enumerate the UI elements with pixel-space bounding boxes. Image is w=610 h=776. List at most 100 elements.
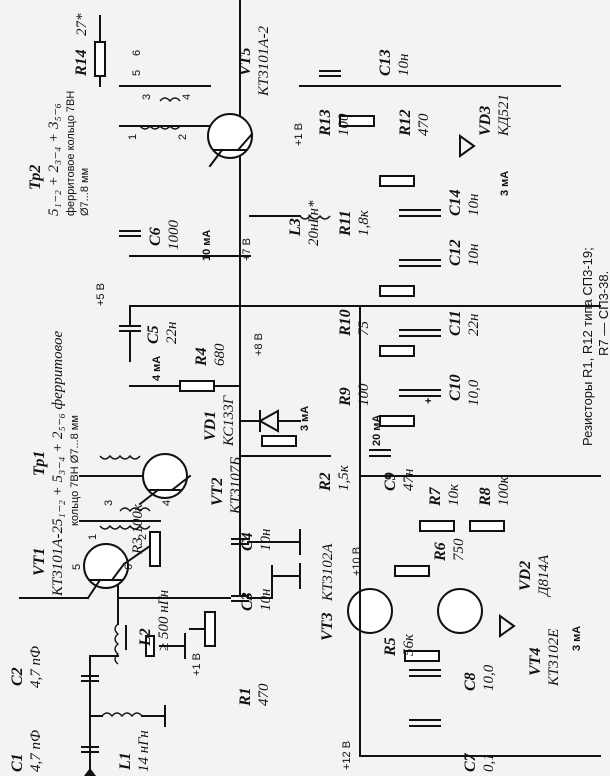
label-plus1v-b: +1 В [293, 123, 305, 146]
current-3ma-a: 3 мА [299, 406, 311, 431]
pin-tp2-1: 1 [127, 134, 139, 140]
value-c14: 10н [466, 194, 482, 216]
label-l2: L2 [137, 628, 154, 647]
value-r8: 100к [496, 476, 512, 507]
pin-tp2-3: 3 [141, 94, 153, 100]
label-r5: R5 [382, 637, 399, 657]
core-tp2: ферритовое кольцо 7ВН [65, 91, 77, 216]
label-c9: C9 [382, 472, 399, 491]
capacitor-c11 [399, 329, 441, 337]
label-l3: L3 [287, 218, 304, 237]
capacitor-c9 [369, 449, 391, 457]
polarity-c10: + [423, 398, 435, 404]
pin-tp2-5: 5 [131, 70, 143, 76]
label-c13: C13 [377, 49, 394, 76]
label-vd2: VD2 [517, 561, 534, 591]
capacitor-c12 [399, 259, 441, 267]
current-3ma-c: 3 мА [571, 626, 583, 651]
value-r5: 56к [401, 633, 417, 656]
label-r7: R7 [427, 486, 444, 507]
current-20ma: 20 мА [371, 415, 383, 446]
capacitor-c10 [399, 389, 441, 397]
value-c8: 10,0 [481, 664, 497, 691]
resistor-r2 [261, 435, 297, 447]
value-c6: 1000 [166, 220, 182, 251]
label-r4: R4 [193, 347, 210, 367]
value-r10: 75 [356, 321, 372, 337]
ground-c4 [247, 529, 301, 555]
resistor-r8 [469, 520, 505, 532]
capacitor-c7 [409, 719, 441, 727]
current-10ma: 10 мА [201, 230, 213, 261]
transistor-vt5 [207, 113, 253, 159]
resistor-r3 [149, 531, 161, 567]
value-c5: 22н [164, 322, 180, 344]
value-l2: ≥ 500 нГн [156, 590, 172, 651]
pin-tp2-6: 6 [131, 50, 143, 56]
resistor-r7 [419, 520, 455, 532]
capacitor-c6 [119, 230, 141, 237]
value-c12: 10н [466, 244, 482, 266]
value-c2: 4,7 пФ [28, 646, 44, 688]
value-r9: 100 [356, 383, 372, 406]
label-vt3: VT3 [319, 613, 336, 641]
label-tp1: Тр1 [31, 451, 48, 476]
transistor-vt2 [142, 453, 188, 499]
value-c3: 10н [258, 589, 274, 611]
pin-tp1-5: 5 [71, 564, 83, 570]
label-c2: C2 [9, 667, 26, 686]
transformer-tp2-winding-b [159, 97, 181, 103]
label-vd1: VD1 [202, 411, 219, 441]
label-vt2: VT2 [209, 478, 226, 506]
resistor-r5 [404, 650, 440, 662]
value-vt2: КТ3107Б [228, 457, 244, 515]
capacitor-c8 [409, 669, 441, 677]
value-r4: 680 [212, 343, 228, 366]
current-3ma-b: 3 мА [499, 171, 511, 196]
label-c12: C12 [447, 239, 464, 266]
ground-l1 [141, 705, 166, 727]
transformer-tp1-winding-c [99, 454, 141, 460]
value-r14: 27* [74, 13, 90, 36]
transformer-tp1-winding-b [119, 507, 151, 513]
winding-tp2: 5₁₋₂ + 2₃₋₄ + 3₅₋₆ [46, 103, 62, 216]
resistor-r12 [379, 175, 415, 187]
value-vt1: КТ3101А-2 [50, 526, 66, 597]
resistor-r4 [179, 380, 215, 392]
label-c10: C10 [447, 374, 464, 401]
value-c13: 10н [396, 54, 412, 76]
pin-tp1-2: 2 [137, 534, 149, 540]
resistor-r10 [379, 345, 415, 357]
value-r7: 10к [446, 483, 462, 506]
resistor-r6 [394, 565, 430, 577]
label-vd3: VD3 [477, 106, 494, 136]
zener-vd1 [239, 409, 279, 433]
value-c9: 47н [401, 469, 417, 491]
label-l1: L1 [117, 752, 134, 771]
label-r9: R9 [337, 387, 354, 407]
value-r12: 470 [416, 113, 432, 136]
label-r10: R10 [337, 309, 354, 337]
value-r11: 1,8к [356, 209, 372, 236]
value-c7: 0,1 [481, 753, 497, 772]
transistor-vt3 [347, 588, 393, 634]
label-r3: R3 100к [130, 503, 146, 555]
label-r2: R2 [317, 472, 334, 492]
label-plus1v-a: +1 В [191, 653, 203, 676]
label-c11: C11 [447, 310, 464, 336]
label-plus5v: +5 В [95, 283, 107, 306]
resistor-r13 [339, 115, 375, 127]
winding-tp1: 5₁₋₂ + 5₃₋₄ + 2₅₋₆ ферритовое [50, 331, 66, 526]
value-r13: 100 [336, 113, 352, 136]
label-c7: C7 [462, 752, 479, 772]
resistor-r14 [94, 41, 106, 77]
current-4ma: 4 мА [151, 356, 163, 381]
resistor-r11 [379, 285, 415, 297]
label-plus10v: +10 В [351, 547, 363, 576]
pin-tp1-4: 4 [161, 500, 173, 506]
label-vt4: VT4 [527, 648, 544, 676]
inductor-l1 [101, 712, 143, 718]
